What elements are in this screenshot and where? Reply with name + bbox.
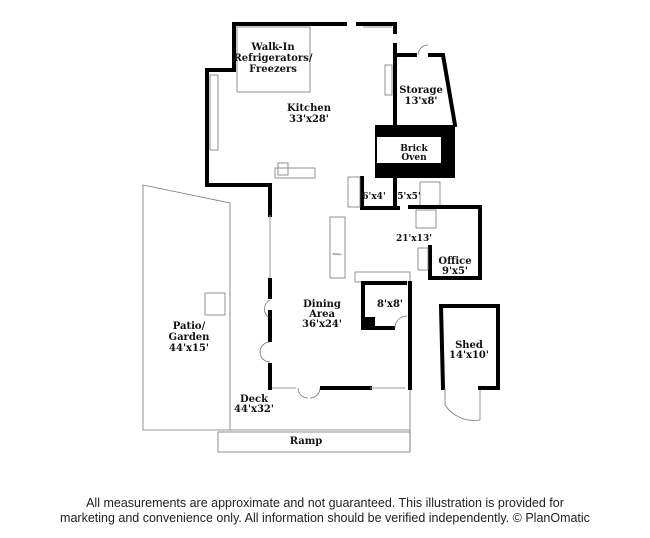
dining-label-1: Dining bbox=[303, 299, 341, 310]
ramp-label: Ramp bbox=[290, 436, 323, 447]
deck-label: Deck bbox=[240, 394, 269, 405]
room-8x8-walls bbox=[361, 281, 408, 330]
disclaimer-text: All measurements are approximate and not… bbox=[0, 496, 650, 526]
kitchen-walls bbox=[205, 22, 397, 202]
shed-size: 14'x10' bbox=[449, 350, 489, 361]
brick-oven-inner bbox=[377, 137, 441, 163]
office-size: 9'x5' bbox=[442, 266, 468, 277]
oven-label-1: Brick bbox=[400, 144, 428, 154]
storage-walls bbox=[393, 44, 458, 128]
walkin-label-1: Walk-In bbox=[250, 42, 295, 53]
dining-size: 36'x24' bbox=[302, 319, 342, 330]
deck-size: 44'x32' bbox=[234, 404, 274, 415]
shed-walls bbox=[438, 304, 500, 421]
bath1-size: 6'x4' bbox=[362, 192, 385, 202]
ramp-outline bbox=[217, 431, 411, 453]
bath-walls bbox=[347, 175, 441, 210]
storage-size: 13'x8' bbox=[405, 96, 438, 107]
inner-ramp-label: Ramp bbox=[333, 252, 342, 256]
inner-ramp-outline bbox=[329, 216, 346, 279]
patio-outline bbox=[142, 184, 231, 431]
shed-label: Shed bbox=[455, 340, 483, 351]
patio-label-2: Garden bbox=[169, 332, 211, 343]
patio-label-1: Patio/ bbox=[173, 321, 206, 332]
walkin-label-3: Freezers bbox=[249, 64, 297, 75]
kitchen-size: 33'x28' bbox=[289, 114, 329, 125]
hall-size: 21'x13' bbox=[396, 234, 432, 244]
kitchen-label: Kitchen bbox=[287, 103, 332, 114]
dining-walls bbox=[259, 198, 412, 399]
oven-label-2: Oven bbox=[401, 153, 427, 163]
dining-label-2: Area bbox=[308, 309, 335, 320]
bath2-size: 5'x5' bbox=[397, 192, 420, 202]
walkin-label-2: Refrigerators/ bbox=[234, 53, 313, 64]
disclaimer-line-1: All measurements are approximate and not… bbox=[86, 496, 564, 510]
disclaimer-line-2: marketing and convenience only. All info… bbox=[60, 511, 590, 525]
patio-size: 44'x15' bbox=[169, 343, 209, 354]
room8-size: 8'x8' bbox=[377, 299, 403, 310]
storage-label: Storage bbox=[399, 85, 443, 96]
office-label: Office bbox=[438, 256, 471, 267]
